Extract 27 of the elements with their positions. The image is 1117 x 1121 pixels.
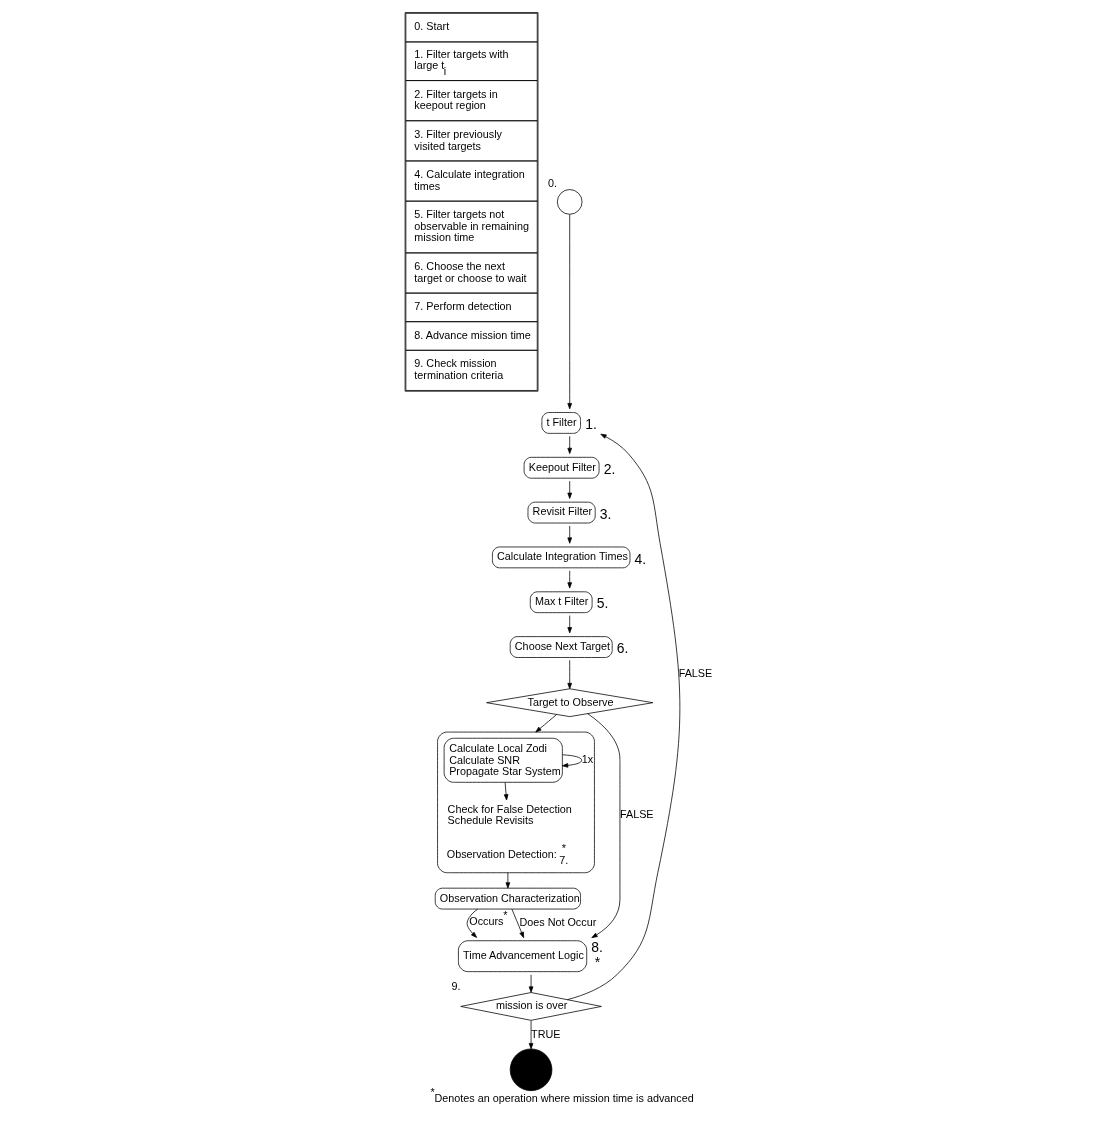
edge-label: 1x	[581, 753, 594, 766]
label: 2. Filter targets in keepout region	[414, 87, 498, 112]
label: 0. Start	[414, 20, 450, 33]
node-label: 0.	[548, 176, 558, 189]
label: 8. Advance mission time	[414, 328, 531, 341]
edge-label: FALSE	[678, 667, 713, 680]
label: 5. Filter targets not observable in remaining mission time	[414, 208, 530, 244]
node-label: 3.	[599, 505, 612, 522]
node-label: 5.	[596, 595, 609, 612]
node-label: 1.	[585, 416, 597, 433]
edge-label: TRUE	[531, 1027, 561, 1040]
node-label: 2.	[603, 460, 616, 477]
edge-label: Does Not Occur	[519, 916, 597, 929]
node-label: 7.	[559, 853, 569, 866]
edge-label: FALSE	[619, 808, 654, 821]
label: 9. Check mission termination criteria	[414, 357, 504, 382]
node-label: 6.	[616, 640, 629, 657]
node-label: *	[594, 954, 601, 971]
node-label: *	[561, 842, 567, 855]
label: 3. Filter previously visited targets	[414, 127, 502, 152]
node-label: 9.	[451, 979, 461, 992]
label: 4. Calculate integration times	[414, 168, 525, 192]
node-label: 4.	[634, 550, 647, 567]
label: 6. Choose the next target or choose to wait	[414, 260, 527, 284]
node-text: Check for False Detection Schedule Revisits	[447, 802, 572, 827]
node-label: 8.	[591, 938, 603, 955]
label: 7. Perform detection	[414, 300, 512, 313]
